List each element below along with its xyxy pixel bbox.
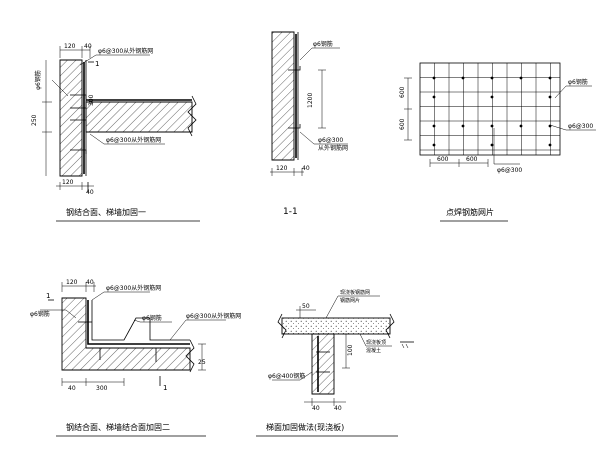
- detail-2: 1200 φ6钢筋 φ6@300 从外钢筋网 120 40 1-1: [270, 31, 348, 217]
- detail1-break-line: [187, 95, 197, 137]
- detail2-dim-bottom: 120: [276, 165, 288, 172]
- detail1-note-bar-left: φ6钢筋: [34, 70, 42, 90]
- detail2-dim-height: 1200: [307, 93, 314, 108]
- detail4-section-mark-bottom: 1: [163, 384, 167, 392]
- detail3-dim-left-2: 600: [399, 118, 406, 130]
- detail5-note-right-2: 混凝土: [366, 347, 381, 354]
- mesh-anchor-dot: [519, 124, 523, 128]
- detail5-dim-bottom: 40: [312, 405, 320, 412]
- mesh-anchor-dot: [519, 76, 523, 80]
- detail2-anchor-bottom: [288, 124, 301, 129]
- detail4-note-mid: φ6钢筋: [142, 314, 162, 322]
- detail1-dim-mid: 300: [88, 94, 95, 106]
- detail5-title: 梯面加固做法(现浇板): [266, 422, 344, 432]
- mesh-anchor-dot: [461, 76, 465, 80]
- detail2-title: 1-1: [283, 207, 298, 217]
- detail3-dim-bottom-2: 600: [466, 156, 478, 163]
- mesh-anchor-dot: [490, 95, 494, 99]
- detail2-note-bottom-2: 从外钢筋网: [318, 144, 348, 152]
- detail1-title: 钢结合面、梯墙加固一: [66, 207, 146, 217]
- detail2-note-top: φ6钢筋: [313, 40, 333, 48]
- detail4-dim-right: 25: [198, 359, 206, 366]
- detail-5: 50 100 现浇板钢筋网 钢筋网片 现浇板顶 混凝土 φ6@400钢筋 40 …: [256, 289, 414, 437]
- mesh-anchor-dot: [548, 143, 552, 147]
- detail1-dim-bottom: 120: [62, 179, 74, 186]
- detail2-note-bottom-1: φ6@300: [318, 137, 343, 144]
- detail5-dim-right: 100: [347, 344, 354, 356]
- detail3-title: 点焊钢筋网片: [446, 207, 494, 217]
- mesh-anchor-dot: [490, 124, 494, 128]
- detail3-note-bottom: φ6@300: [497, 167, 522, 174]
- detail1-anchors: [70, 94, 87, 154]
- detail4-dim-top-b: 40: [86, 279, 94, 286]
- detail1-dim-top-b: 40: [84, 43, 92, 50]
- detail5-column: [311, 333, 335, 395]
- detail4-anchors: [99, 348, 157, 362]
- detail1-slab: [85, 101, 193, 133]
- detail3-dim-left-1: 600: [399, 86, 406, 98]
- detail2-dim-bottom-b: 40: [302, 165, 310, 172]
- detail3-mesh-outline: [419, 62, 561, 156]
- detail-3: 600 600 600 600 φ6钢筋 φ6@300 φ6@300 点焊钢筋网…: [399, 62, 596, 222]
- mesh-anchor-dot: [432, 95, 436, 99]
- detail1-dim-left: 250: [31, 114, 38, 126]
- detail-4: 120 40 φ6@300从外钢筋网 φ6钢筋 1 φ6钢筋 φ6@300从外钢…: [30, 279, 241, 437]
- detail5-topping: [281, 317, 391, 335]
- mesh-anchor-dot: [432, 76, 436, 80]
- detail4-mesh-line: [87, 300, 190, 345]
- detail5-note-top-2: 钢筋网片: [340, 297, 360, 304]
- detail4-note-right: φ6@300从外钢筋网: [186, 312, 241, 320]
- detail4-dim-bottom-b: 300: [96, 385, 108, 392]
- mesh-anchor-dot: [432, 124, 436, 128]
- detail2-wall: [271, 31, 295, 161]
- mesh-anchor-dot: [490, 76, 494, 80]
- detail1-note-top: φ6@300从外钢筋网: [98, 47, 153, 55]
- detail4-dim-bottom-a: 40: [68, 385, 76, 392]
- detail4-note-top: φ6@300从外钢筋网: [106, 284, 161, 292]
- detail1-section-mark-top: 1: [95, 60, 99, 68]
- detail5-note-right: 现浇板顶: [366, 339, 386, 346]
- mesh-anchor-dot: [490, 143, 494, 147]
- detail4-wall-slab: [61, 297, 191, 371]
- detail1-wall: [59, 59, 83, 177]
- detail3-dim-bottom-1: 600: [437, 156, 449, 163]
- detail1-dim-top-a: 120: [64, 43, 76, 50]
- detail4-section-mark-top: 1: [46, 292, 50, 300]
- detail3-note-right-mid: φ6@300: [568, 123, 593, 130]
- detail3-note-right-top: φ6钢筋: [568, 78, 588, 86]
- detail-1: 1 120 40 250 300 120 40 φ6钢筋 φ6@300从外钢筋网…: [31, 43, 200, 222]
- detail4-dim-top-a: 120: [66, 279, 78, 286]
- detail4-note-left: φ6钢筋: [30, 310, 50, 318]
- detail2-anchor-top: [288, 66, 301, 71]
- mesh-anchor-dot: [548, 95, 552, 99]
- detail3-mesh-grid: [420, 63, 560, 155]
- detail5-dim-top: 50: [302, 303, 310, 310]
- mesh-anchor-dot: [548, 76, 552, 80]
- detail5-dim-bottom-2: 40: [334, 405, 342, 412]
- detail1-note-bottom: φ6@300从外钢筋网: [106, 136, 161, 144]
- detail5-note-left: φ6@400钢筋: [268, 372, 305, 380]
- mesh-anchor-dot: [432, 143, 436, 147]
- detail4-title: 钢结合面、梯墙结合面加固二: [66, 422, 170, 432]
- detail5-note-top-1: 现浇板钢筋网: [340, 289, 370, 296]
- mesh-anchor-dot: [461, 124, 465, 128]
- detail1-dim-bottom-b: 40: [86, 189, 94, 196]
